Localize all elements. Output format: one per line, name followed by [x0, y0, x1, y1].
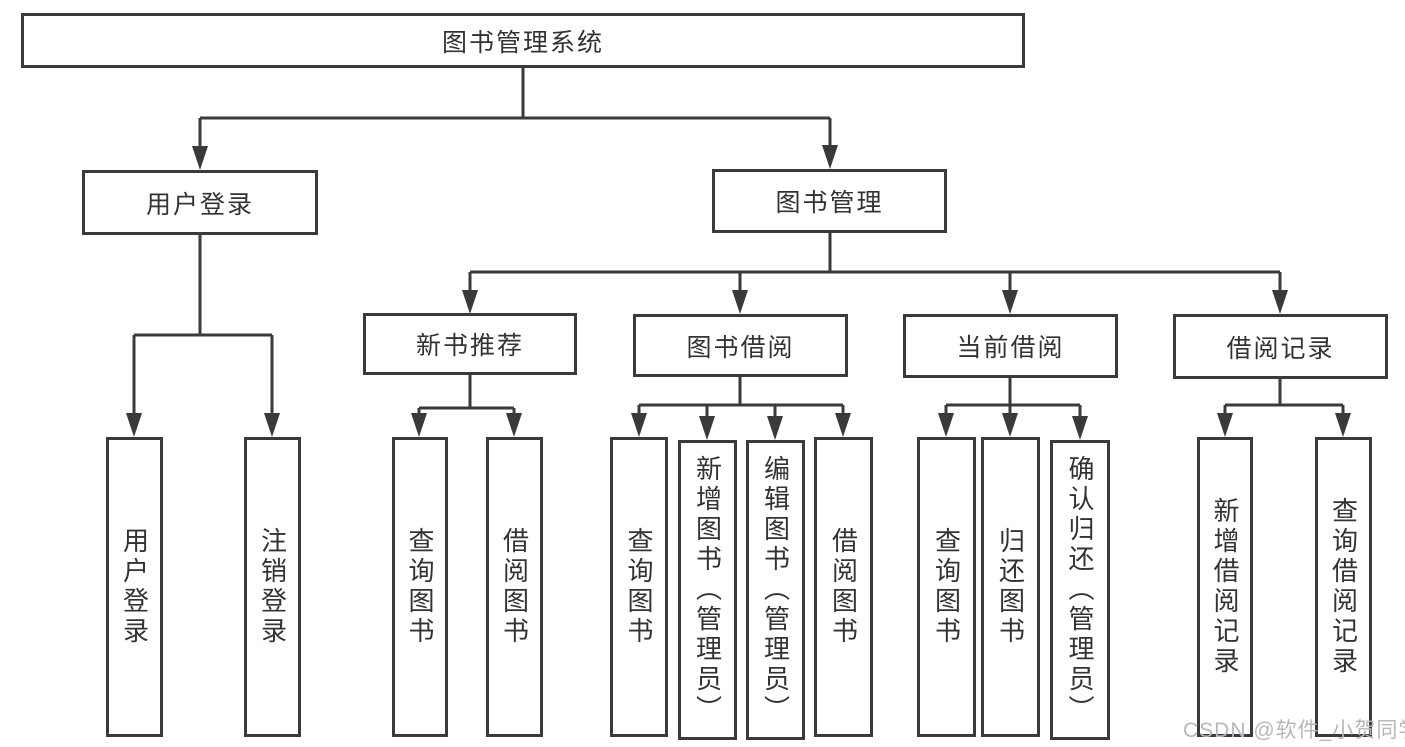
- leaf-recommend-borrow-books: 借阅图书: [486, 437, 543, 737]
- leaf-logout: 注销登录: [244, 437, 301, 737]
- leaf-borrowing-borrow-books: 借阅图书: [814, 437, 873, 737]
- leaf-borrowing-borrow-books-label: 借阅图书: [828, 527, 859, 647]
- node-new-book-recommendation-label: 新书推荐: [415, 332, 524, 360]
- leaf-add-books-admin: 新增图书（管理员）: [678, 440, 737, 740]
- node-new-book-recommendation: 新书推荐: [363, 313, 577, 375]
- leaf-borrowing-query-books: 查询图书: [610, 437, 668, 737]
- node-book-borrowing: 图书借阅: [633, 314, 848, 377]
- node-book-management: 图书管理: [712, 169, 947, 233]
- node-book-borrowing-label: 图书借阅: [686, 333, 795, 362]
- leaf-current-query-books: 查询图书: [917, 437, 976, 737]
- leaf-return-books-label: 归还图书: [995, 527, 1026, 647]
- leaf-confirm-return-admin-label: 确认归还（管理员）: [1065, 455, 1095, 725]
- watermark: CSDN @软件_小贺同学: [1183, 719, 1405, 742]
- node-library-management-system: 图书管理系统: [21, 13, 1025, 68]
- leaf-query-borrow-record: 查询借阅记录: [1315, 437, 1372, 737]
- leaf-user-login-label: 用户登录: [119, 527, 150, 647]
- node-current-borrowing-label: 当前借阅: [956, 334, 1065, 362]
- leaf-add-borrow-record-label: 新增借阅记录: [1210, 497, 1240, 677]
- leaf-logout-label: 注销登录: [257, 527, 288, 647]
- leaf-confirm-return-admin: 确认归还（管理员）: [1050, 440, 1110, 740]
- node-borrowing-records: 借阅记录: [1173, 314, 1388, 379]
- leaf-edit-books-admin: 编辑图书（管理员）: [746, 440, 805, 740]
- leaf-query-borrow-record-label: 查询借阅记录: [1328, 497, 1359, 677]
- leaf-edit-books-admin-label: 编辑图书（管理员）: [760, 455, 791, 725]
- node-user-login: 用户登录: [82, 170, 318, 235]
- leaf-current-query-books-label: 查询图书: [931, 527, 962, 647]
- leaf-recommend-query-books-label: 查询图书: [405, 527, 435, 647]
- leaf-return-books: 归还图书: [981, 437, 1040, 737]
- node-borrowing-records-label: 借阅记录: [1226, 334, 1335, 363]
- node-user-login-label: 用户登录: [145, 190, 254, 219]
- node-library-management-system-label: 图书管理系统: [441, 28, 604, 57]
- node-book-management-label: 图书管理: [775, 189, 884, 217]
- leaf-add-borrow-record: 新增借阅记录: [1197, 437, 1253, 737]
- leaf-user-login: 用户登录: [106, 437, 163, 737]
- leaf-borrowing-query-books-label: 查询图书: [624, 527, 654, 647]
- node-current-borrowing: 当前借阅: [903, 314, 1118, 378]
- leaf-recommend-borrow-books-label: 借阅图书: [499, 527, 530, 647]
- leaf-add-books-admin-label: 新增图书（管理员）: [692, 455, 723, 725]
- leaf-recommend-query-books: 查询图书: [392, 437, 448, 737]
